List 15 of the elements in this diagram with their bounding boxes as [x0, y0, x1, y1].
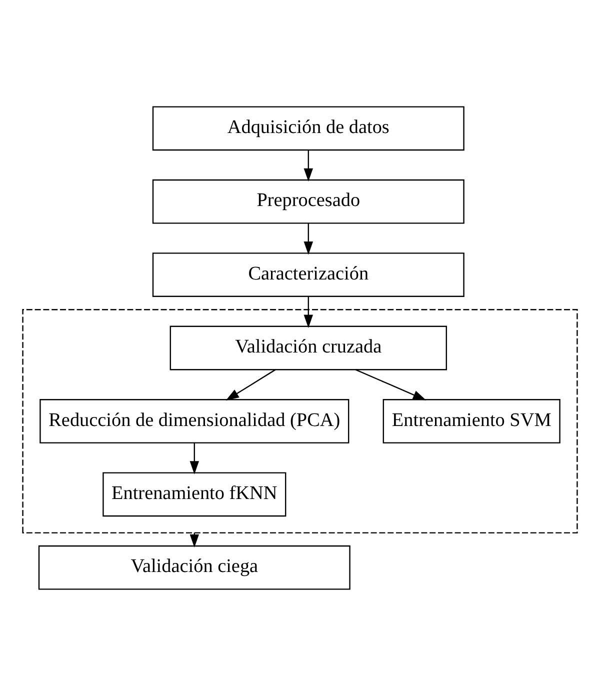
- arrow: [304, 296, 314, 328]
- node-box: Preprocesado: [152, 178, 464, 224]
- node-box: Entrenamiento SVM: [382, 398, 560, 443]
- arrow: [226, 368, 276, 400]
- node-box: Adquisición de datos: [152, 106, 464, 150]
- arrow: [304, 222, 314, 254]
- cluster: [22, 308, 578, 533]
- node-box: Validación cruzada: [170, 325, 447, 370]
- arrow: [355, 368, 426, 400]
- node-box: Validación ciega: [38, 544, 350, 590]
- node-box: Entrenamiento fKNN: [102, 472, 286, 516]
- arrow: [304, 150, 314, 182]
- arrow: [190, 442, 200, 474]
- node-box: Caracterización: [152, 252, 464, 296]
- node-box: Reducción de dimensionalidad (PCA): [40, 398, 350, 443]
